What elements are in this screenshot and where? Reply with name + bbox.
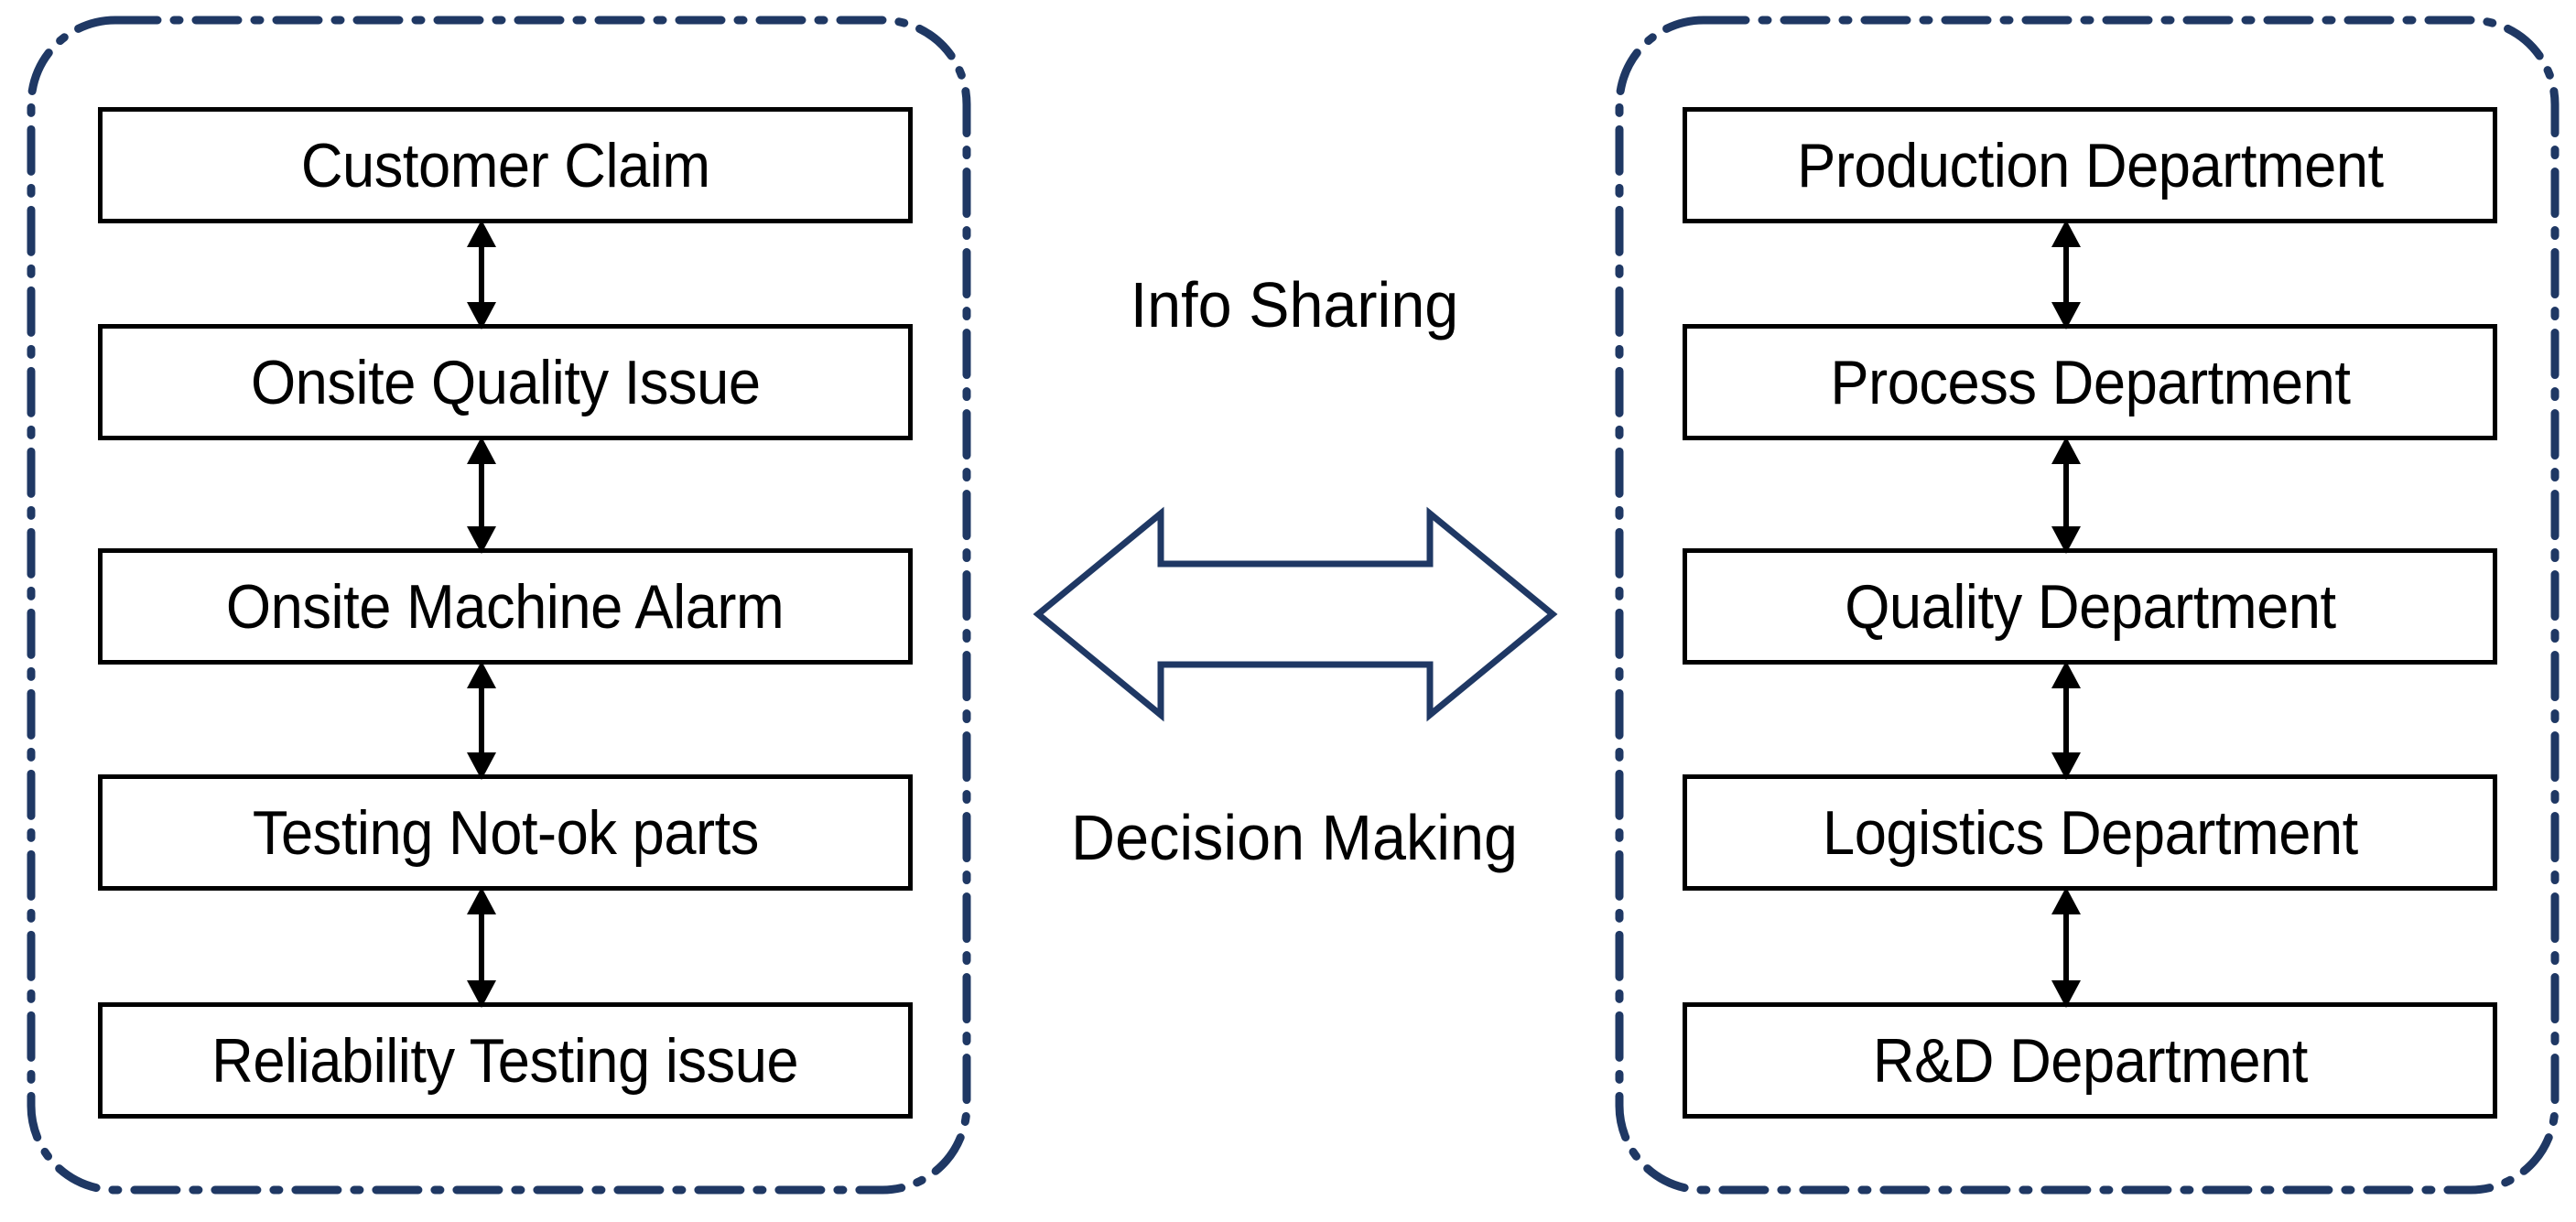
node-label: Production Department xyxy=(1796,130,2384,200)
node-label: Onsite Machine Alarm xyxy=(226,571,785,642)
connector-double-arrow-vertical xyxy=(467,220,496,330)
connector-double-arrow-vertical xyxy=(2051,220,2081,330)
node-onsite-quality-issue[interactable]: Onsite Quality Issue xyxy=(98,324,913,440)
connector-double-arrow-vertical xyxy=(2051,661,2081,780)
node-label: Process Department xyxy=(1829,347,2351,417)
connector-double-arrow-vertical xyxy=(467,661,496,780)
node-rd-department[interactable]: R&D Department xyxy=(1683,1002,2497,1119)
node-testing-not-ok-parts[interactable]: Testing Not-ok parts xyxy=(98,774,913,891)
connector-double-arrow-vertical xyxy=(467,887,496,1008)
node-label: R&D Department xyxy=(1872,1025,2308,1096)
node-label: Reliability Testing issue xyxy=(211,1025,799,1096)
node-quality-department[interactable]: Quality Department xyxy=(1683,548,2497,665)
node-label: Customer Claim xyxy=(300,130,710,200)
connector-double-arrow-vertical xyxy=(2051,887,2081,1008)
info-sharing-label: Info Sharing xyxy=(1130,269,1459,341)
node-customer-claim[interactable]: Customer Claim xyxy=(98,107,913,223)
node-logistics-department[interactable]: Logistics Department xyxy=(1683,774,2497,891)
node-reliability-testing-issue[interactable]: Reliability Testing issue xyxy=(98,1002,913,1119)
node-production-department[interactable]: Production Department xyxy=(1683,107,2497,223)
connector-double-arrow-vertical xyxy=(467,437,496,554)
node-label: Logistics Department xyxy=(1822,797,2358,868)
node-onsite-machine-alarm[interactable]: Onsite Machine Alarm xyxy=(98,548,913,665)
node-process-department[interactable]: Process Department xyxy=(1683,324,2497,440)
node-label: Onsite Quality Issue xyxy=(250,347,761,417)
decision-making-label: Decision Making xyxy=(1071,802,1518,873)
double-headed-horizontal-arrow-icon xyxy=(1033,506,1558,722)
node-label: Quality Department xyxy=(1844,571,2336,642)
node-label: Testing Not-ok parts xyxy=(252,797,759,868)
connector-double-arrow-vertical xyxy=(2051,437,2081,554)
